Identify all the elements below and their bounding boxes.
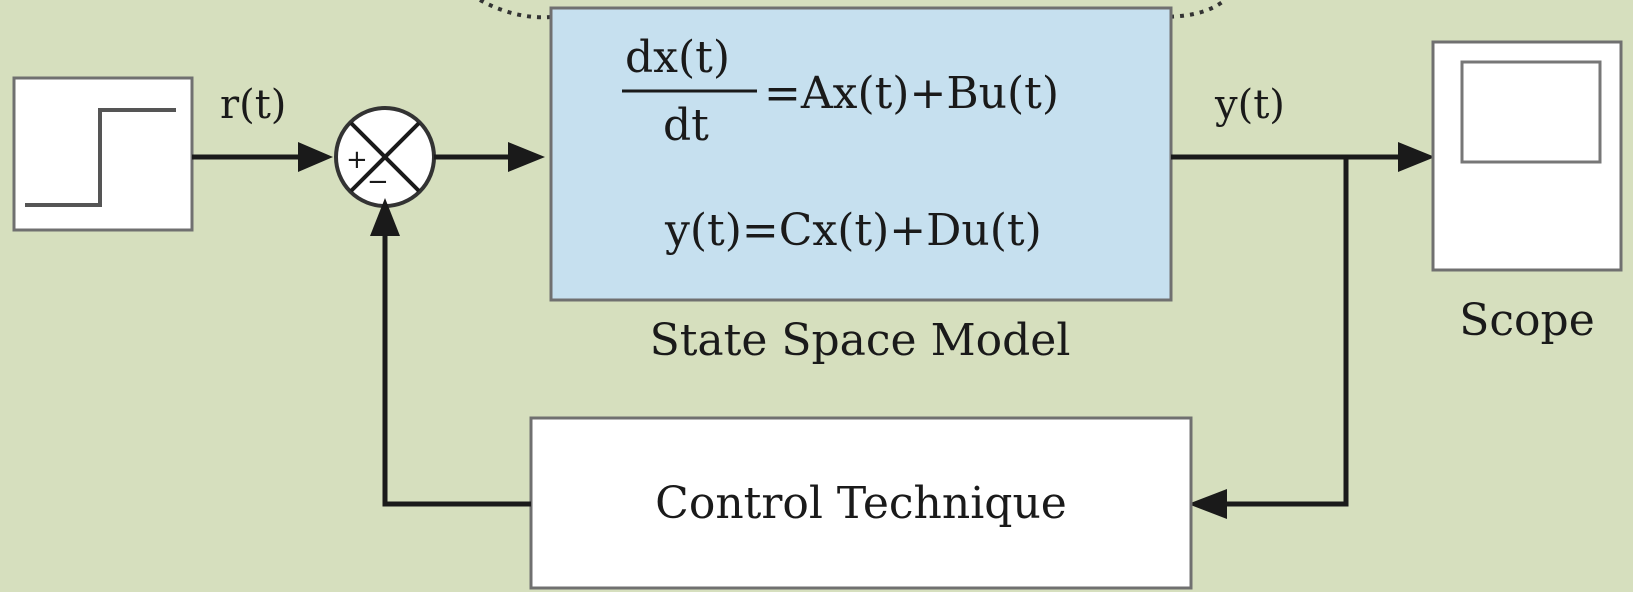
control-technique-label: Control Technique [655, 478, 1067, 529]
signal-label-output: y(t) [1214, 82, 1285, 128]
state-equation-rhs: =Ax(t)+Bu(t) [764, 68, 1059, 119]
state-space-model-block[interactable]: dx(t) dt =Ax(t)+Bu(t) y(t)=Cx(t)+Du(t) [549, 6, 1173, 302]
derivative-numerator: dx(t) [625, 32, 730, 83]
arrow-reference [298, 142, 333, 172]
model-caption: State Space Model [650, 315, 1071, 366]
summing-minus-sign: − [367, 167, 389, 197]
output-equation: y(t)=Cx(t)+Du(t) [664, 205, 1042, 256]
derivative-denominator: dt [663, 100, 709, 151]
control-technique-block[interactable]: Control Technique [529, 416, 1193, 590]
arrow-error [508, 142, 545, 172]
arrow-feedback-in [1188, 489, 1227, 519]
wire-feedback-return [382, 232, 531, 507]
dotted-arc-right [1149, 0, 1227, 19]
dotted-arc-left [479, 0, 561, 20]
step-function-icon [25, 108, 176, 207]
step-source-block[interactable] [12, 76, 194, 232]
signal-label-reference: r(t) [220, 82, 286, 128]
summing-junction[interactable]: + − [334, 106, 436, 208]
scope-block[interactable] [1431, 40, 1623, 272]
arrow-output [1398, 142, 1435, 172]
arrow-feedback-return [370, 198, 400, 236]
wire-feedback-branch [1225, 157, 1349, 507]
scope-screen-icon [1460, 60, 1602, 164]
summing-plus-sign: + [346, 145, 368, 175]
scope-label: Scope [1459, 295, 1594, 346]
